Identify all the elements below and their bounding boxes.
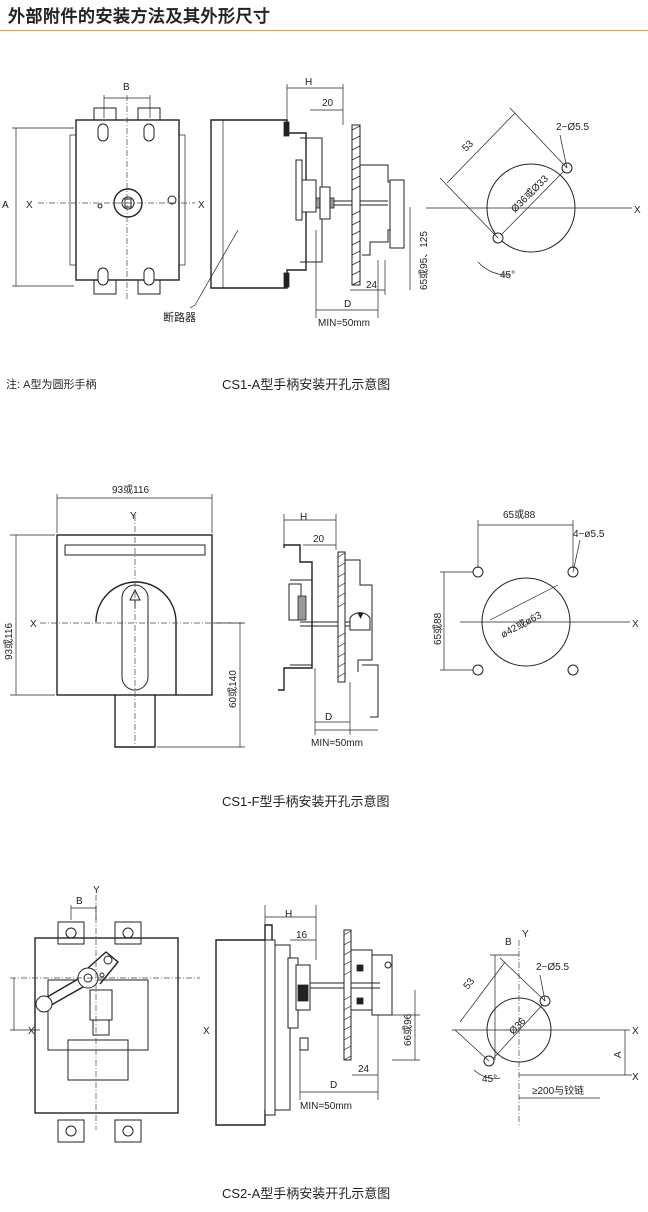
s1-side-dim-20: 20 bbox=[322, 98, 334, 109]
s3-cut-axis-y: Y bbox=[522, 929, 529, 940]
title-divider bbox=[0, 30, 648, 31]
s2-axis-x: X bbox=[30, 619, 37, 630]
s3-cut-dim-b: B bbox=[505, 937, 512, 948]
s3-cut-circle: Ø36 bbox=[507, 1016, 528, 1037]
s3-dim-b: B bbox=[76, 896, 83, 907]
section3-cutout-template bbox=[452, 940, 632, 1125]
s3-axis-x-left: X bbox=[28, 1026, 35, 1037]
s2-side-dim-min: MIN=50mm bbox=[311, 738, 363, 749]
s3-side-dim-h: H bbox=[285, 909, 292, 920]
s2-side-dim-h: H bbox=[300, 512, 307, 523]
s1-side-dim-min: MIN=50mm bbox=[318, 318, 370, 329]
s3-cut-dim-53: 53 bbox=[462, 976, 478, 992]
section1-side-view bbox=[210, 84, 411, 318]
s2-side-dim-20: 20 bbox=[313, 534, 325, 545]
s3-cut-axis-x-bottom: X bbox=[632, 1072, 639, 1083]
s1-cut-axis-x: X bbox=[634, 205, 641, 216]
section3-side-view bbox=[215, 905, 420, 1126]
s3-side-dim-66: 66或96 bbox=[402, 1013, 414, 1046]
s1-cut-holes: 2−Ø5.5 bbox=[556, 122, 590, 133]
section2-handle-front-view bbox=[10, 494, 245, 748]
s1-cut-angle: 45° bbox=[500, 270, 515, 281]
section3-breaker-front-view bbox=[10, 895, 200, 1143]
s3-cut-angle: 45° bbox=[482, 1074, 497, 1085]
s2-cut-width: 65或88 bbox=[503, 509, 536, 521]
page-title: 外部附件的安装方法及其外形尺寸 bbox=[8, 7, 271, 27]
s1-side-dim-d: D bbox=[344, 299, 351, 310]
s1-side-dim-65: 65或95、125 bbox=[418, 231, 430, 290]
s2-cut-circle: ø42或ø63 bbox=[499, 609, 544, 641]
s1-breaker-label: 断路器 bbox=[163, 310, 196, 324]
s2-cut-axis-x: X bbox=[632, 619, 639, 630]
s3-side-dim-d: D bbox=[330, 1080, 337, 1091]
s1-side-dim-h: H bbox=[305, 77, 312, 88]
s1-side-dim-24: 24 bbox=[366, 280, 378, 291]
s3-caption: CS2-A型手柄安装开孔示意图 bbox=[222, 1186, 390, 1201]
section2-side-view bbox=[278, 514, 379, 735]
s1-note: 注: A型为圆形手柄 bbox=[6, 377, 96, 391]
s2-cut-holes: 4−ø5.5 bbox=[573, 529, 605, 540]
section1-breaker-front-view bbox=[12, 95, 239, 309]
s3-side-dim-24: 24 bbox=[358, 1064, 370, 1075]
s3-cut-axis-x-top: X bbox=[632, 1026, 639, 1037]
s2-dim-height2: 60或140 bbox=[227, 670, 239, 708]
s2-dim-width: 93或116 bbox=[112, 484, 150, 496]
s3-cut-hinge: ≥200与铰链 bbox=[532, 1084, 584, 1097]
section1-cutout-template bbox=[426, 107, 632, 276]
s1-caption: CS1-A型手柄安装开孔示意图 bbox=[222, 377, 390, 392]
s3-side-dim-16: 16 bbox=[296, 930, 308, 941]
s2-caption: CS1-F型手柄安装开孔示意图 bbox=[222, 794, 390, 809]
s2-cut-height: 65或88 bbox=[432, 612, 444, 645]
s1-cut-circle: Ø36或Ø33 bbox=[509, 173, 552, 216]
s3-axis-y: Y bbox=[93, 885, 100, 896]
s3-side-dim-min: MIN=50mm bbox=[300, 1101, 352, 1112]
s3-cut-dim-a: A bbox=[613, 1051, 624, 1058]
s2-side-dim-d: D bbox=[325, 712, 332, 723]
s3-axis-x-mid: X bbox=[203, 1026, 210, 1037]
s1-axis-x-mid: X bbox=[198, 200, 205, 211]
section2-cutout-template bbox=[440, 520, 630, 676]
s1-dim-a: A bbox=[2, 200, 9, 211]
s1-dim-b: B bbox=[123, 82, 130, 93]
s3-cut-holes: 2−Ø5.5 bbox=[536, 962, 570, 973]
s2-axis-y: Y bbox=[130, 511, 137, 522]
s1-axis-x-left: X bbox=[26, 200, 33, 211]
s2-dim-height: 93或116 bbox=[3, 622, 15, 660]
s1-cut-dim-53: 53 bbox=[460, 138, 476, 154]
